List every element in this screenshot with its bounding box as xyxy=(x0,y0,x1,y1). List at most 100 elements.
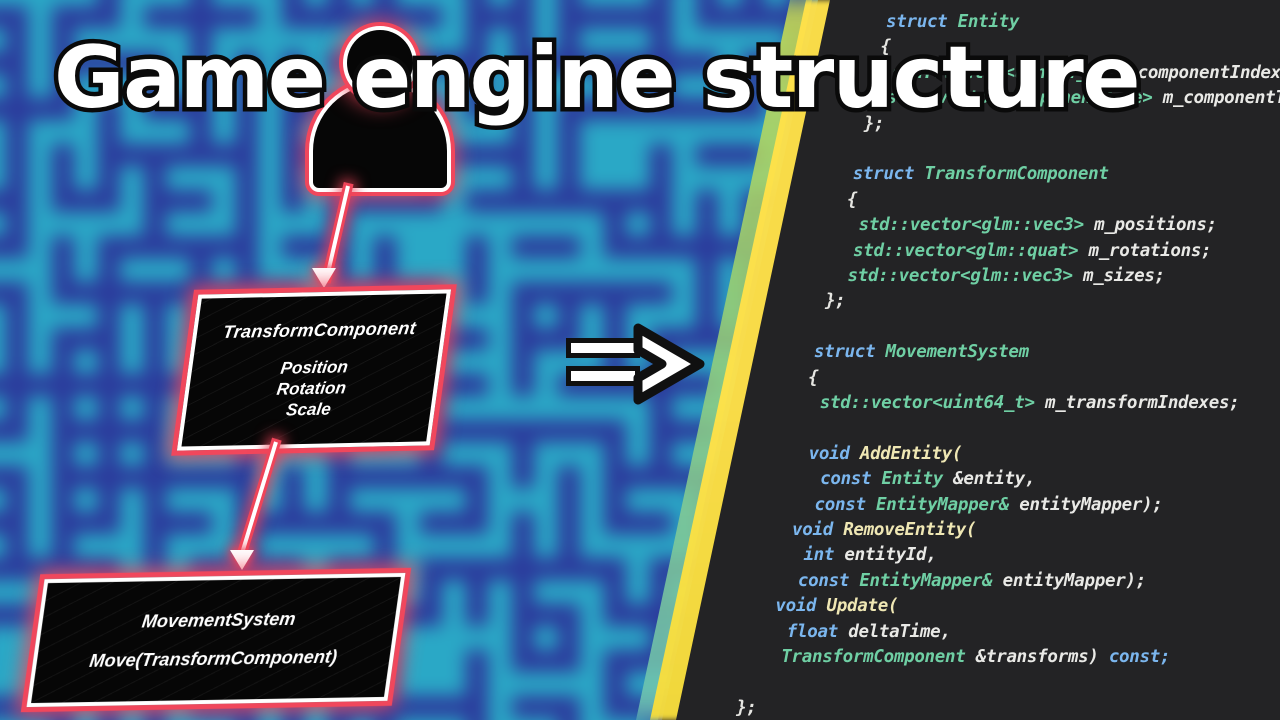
code-token: uint64_t xyxy=(942,393,1025,413)
arrow-transform-to-movement xyxy=(222,441,302,584)
code-token: const; xyxy=(1108,647,1171,667)
transform-node-title: TransformComponent xyxy=(221,317,418,343)
code-token: const xyxy=(820,469,882,490)
code-token: struct xyxy=(852,164,925,185)
arrow-entity-to-transform xyxy=(300,185,380,298)
arrow-head-icon xyxy=(312,268,336,288)
code-token: deltaTime, xyxy=(848,621,951,642)
code-line: std::vector<glm::vec3> m_sizes; xyxy=(847,264,1166,289)
code-line: }; xyxy=(824,289,846,314)
equals-bar-top xyxy=(566,338,640,358)
transform-component-node: TransformComponent Position Rotation Sca… xyxy=(176,289,452,451)
code-token: Entity xyxy=(957,12,1020,32)
code-token: > xyxy=(1062,266,1083,286)
code-line: }; xyxy=(736,696,757,720)
code-token: void xyxy=(808,443,860,464)
code-token: ComponentType xyxy=(1009,88,1143,109)
code-token: glm::vec3 xyxy=(970,266,1063,286)
arrow-shaft xyxy=(238,441,278,560)
code-token: entityId, xyxy=(844,545,937,566)
arrow-shaft xyxy=(324,185,350,280)
code-line: }; xyxy=(863,112,885,137)
code-token: < xyxy=(932,393,943,413)
code-token: TransformComponent xyxy=(781,647,976,667)
code-token: < xyxy=(965,240,977,261)
code-line: { xyxy=(847,188,858,213)
code-token: EntityMapper& xyxy=(875,494,1020,515)
code-token: > xyxy=(1068,240,1089,261)
code-token: < xyxy=(998,88,1010,109)
code-line: float deltaTime, xyxy=(787,620,951,645)
code-token: std::vector xyxy=(819,393,933,413)
person-head-icon xyxy=(347,30,413,96)
greater-than-icon xyxy=(633,323,705,405)
code-line: std::vector<uint64_t> m_componentIndexes… xyxy=(892,61,1280,86)
code-token: m_positions; xyxy=(1094,215,1217,236)
code-token: < xyxy=(971,215,982,236)
code-token: m_rotations; xyxy=(1088,240,1212,261)
code-token: }; xyxy=(863,113,885,134)
page-title: Game engine structure xyxy=(50,26,1146,131)
code-token: Entity xyxy=(881,469,954,490)
code-line: std::vector<ComponentType> m_componentTy… xyxy=(886,86,1280,111)
code-line: const Entity &entity, xyxy=(820,467,1035,492)
code-token: > xyxy=(1024,393,1045,413)
code-token: < xyxy=(960,266,971,286)
code-line: struct TransformComponent xyxy=(853,162,1109,187)
code-token: m_sizes; xyxy=(1082,266,1165,286)
code-token: TransformComponent xyxy=(924,164,1109,185)
code-token: { xyxy=(847,189,858,210)
equals-bar-bottom xyxy=(566,366,640,386)
code-line: void AddEntity( xyxy=(809,442,963,467)
code-token: { xyxy=(808,367,819,388)
code-token: m_componentTypes; xyxy=(1162,88,1280,109)
code-token: > xyxy=(1096,62,1118,83)
code-token: > xyxy=(1073,215,1095,236)
code-token: EntityMapper& xyxy=(859,570,1003,591)
code-token: std::vector xyxy=(886,88,999,109)
movement-node-method: Move(TransformComponent) xyxy=(88,646,339,672)
arrow-head-icon xyxy=(230,550,254,570)
code-line: const EntityMapper& entityMapper); xyxy=(798,569,1146,594)
code-token: std::vector xyxy=(858,215,972,236)
code-token: < xyxy=(1004,62,1016,83)
hatch-overlay xyxy=(31,576,401,704)
code-token: struct xyxy=(813,342,886,363)
movement-node-title: MovementSystem xyxy=(140,608,297,632)
code-line: std::vector<glm::quat> m_rotations; xyxy=(853,239,1212,264)
entity-node xyxy=(307,28,453,188)
code-token: Update( xyxy=(826,596,899,617)
code-token: void xyxy=(792,520,844,540)
code-line: TransformComponent &transforms) const; xyxy=(781,645,1170,670)
implies-arrow-icon xyxy=(562,318,722,410)
code-line: { xyxy=(880,35,891,60)
code-token: glm::quat xyxy=(975,240,1069,261)
code-token: std::vector xyxy=(853,240,966,261)
code-token: entityMapper); xyxy=(1002,570,1147,591)
code-line: void Update( xyxy=(775,594,898,619)
transform-field-scale: Scale xyxy=(284,399,333,420)
code-token: RemoveEntity( xyxy=(843,520,977,540)
code-token: const xyxy=(797,570,860,591)
code-token: MovementSystem xyxy=(885,342,1030,363)
code-line: std::vector<uint64_t> m_transformIndexes… xyxy=(820,391,1240,416)
code-line: void RemoveEntity( xyxy=(792,518,977,543)
code-token: &entity, xyxy=(953,469,1036,490)
code-token: AddEntity( xyxy=(859,443,963,464)
code-token: }; xyxy=(824,291,846,312)
code-line: const EntityMapper& entityMapper); xyxy=(815,493,1163,518)
code-token: const xyxy=(814,494,876,515)
code-token: struct xyxy=(886,12,958,32)
code-token: int xyxy=(803,545,845,566)
code-token: std::vector xyxy=(891,62,1005,83)
code-token: void xyxy=(775,596,827,617)
code-token: &transforms) xyxy=(975,647,1109,667)
code-token: entityMapper); xyxy=(1019,494,1163,515)
code-token: m_transformIndexes; xyxy=(1044,393,1240,413)
code-line: int entityId, xyxy=(803,543,936,568)
code-token: std::vector xyxy=(847,266,961,286)
code-token: }; xyxy=(736,697,757,718)
code-token: uint64_t xyxy=(1014,62,1097,83)
